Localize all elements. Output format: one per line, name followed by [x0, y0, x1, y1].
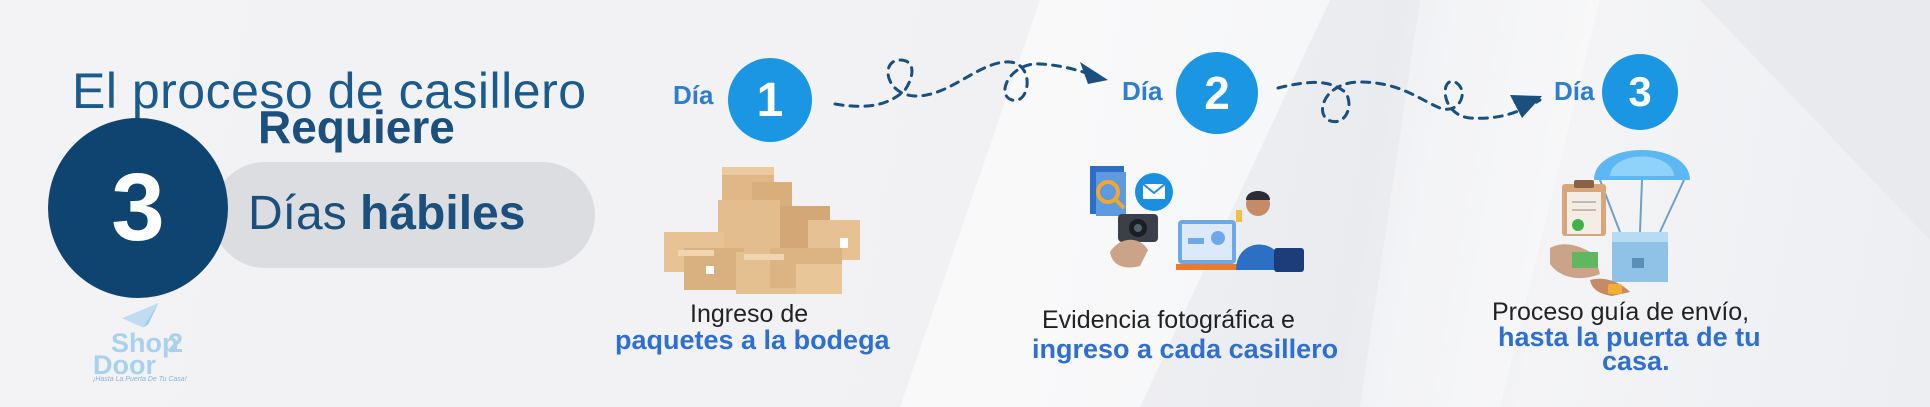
day3-number: 3	[1628, 68, 1652, 115]
days-count: 3	[111, 154, 165, 261]
packages-icon	[664, 167, 860, 294]
day2-number: 2	[1204, 67, 1230, 119]
step1-caption-line2: paquetes a la bodega	[615, 325, 890, 355]
step3-caption-line2: hasta la puerta de tu	[1498, 322, 1761, 352]
days-regular: Días	[248, 187, 361, 240]
heading-line1: El proceso de casillero	[72, 63, 587, 119]
days-text: Días hábiles	[248, 186, 525, 241]
step1-caption-line1: Ingreso de	[690, 300, 809, 328]
arrow-head-1	[1080, 62, 1108, 84]
arrow-path-1	[833, 58, 1102, 108]
day1-label: Día	[673, 80, 714, 110]
photo-evidence-icon	[1090, 166, 1304, 272]
heading-line2: Requiere	[258, 101, 455, 153]
step2-caption-line1: Evidencia fotográfica e	[1042, 306, 1295, 334]
day2-label: Día	[1122, 76, 1163, 106]
logo-shop: Shop	[111, 328, 179, 358]
arrow-head-2	[1510, 95, 1542, 118]
days-pill	[212, 162, 595, 268]
step2-caption-line2: ingreso a cada casillero	[1032, 334, 1339, 364]
day2-circle	[1176, 52, 1258, 134]
logo-door: Door	[93, 350, 156, 380]
day1-circle	[728, 58, 812, 142]
logo-two: 2	[168, 328, 184, 358]
arrow-path-2	[1276, 79, 1542, 124]
day3-circle	[1602, 54, 1678, 130]
day1-number: 1	[756, 73, 784, 127]
step3-caption-line3: casa.	[1602, 346, 1670, 376]
paper-plane-icon	[121, 303, 159, 328]
days-bold: hábiles	[360, 187, 526, 240]
logo-tagline: ¡Hasta La Puerta De Tu Casa!	[93, 376, 187, 383]
number-circle	[48, 118, 228, 298]
step3-caption-line1: Proceso guía de envío,	[1492, 298, 1750, 326]
day3-label: Día	[1554, 76, 1595, 106]
delivery-parachute-icon	[1550, 150, 1690, 296]
